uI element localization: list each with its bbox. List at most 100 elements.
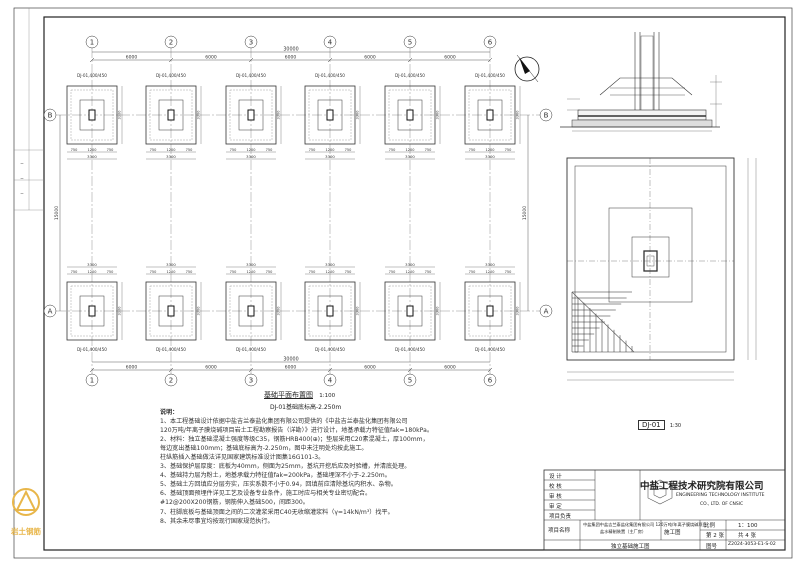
column-outline <box>326 305 334 317</box>
strip-tick: ─ <box>20 177 24 182</box>
footing-dim-part: 1200 <box>247 270 256 274</box>
note-line: 8、其余未尽事宜均按现行国家规范执行。 <box>160 517 274 525</box>
footing-dim-part: 1200 <box>88 148 97 152</box>
binding-strip <box>14 8 44 211</box>
footing-dim-part: 1200 <box>167 270 176 274</box>
footing-dim-total: 3300 <box>246 154 256 159</box>
footing-dim-part: 750 <box>266 148 273 152</box>
dimension-tick <box>248 367 254 373</box>
sheet-total: 共 4 张 <box>738 533 756 539</box>
footing-label: DJ-01,400/450 <box>395 347 425 352</box>
footing-dim-side: 3300 <box>197 111 201 120</box>
footing-dim-part: 1200 <box>326 148 335 152</box>
pedestal-outline <box>158 99 184 131</box>
note-line: 120万吨/年离子膜烧碱项目岩土工程勘察报告（详勘）》进行设计，地基承载力特征值… <box>160 427 433 435</box>
pedestal-outline <box>238 99 264 131</box>
footing-outline <box>225 281 277 341</box>
side-dimension-text: 15000 <box>522 206 528 220</box>
axis-label-right: B <box>544 112 549 120</box>
company-name-en-2: CO., LTD. OF CNSIC <box>700 502 744 507</box>
footing-outline <box>304 85 356 145</box>
footing-dim-part: 750 <box>309 270 316 274</box>
axis-label-bottom: 5 <box>408 377 412 385</box>
axis-label-bottom: 3 <box>249 377 253 385</box>
footing-pad-outline <box>70 285 114 337</box>
footing-outline <box>464 281 516 341</box>
notes-title: 说明： <box>160 409 179 416</box>
outer-frame <box>13 7 793 559</box>
footing-dim-total: 3300 <box>166 262 176 267</box>
footing-dim-part: 1200 <box>88 270 97 274</box>
footing-dim-total: 3300 <box>405 262 415 267</box>
footing-outline <box>225 85 277 145</box>
column-outline <box>247 109 255 121</box>
overall-dimension-text: 30000 <box>283 357 298 363</box>
dimension-tick <box>487 57 493 63</box>
axis-label-top: 2 <box>169 39 173 47</box>
drawing-border <box>43 16 786 551</box>
pedestal-outline <box>397 295 423 327</box>
axis-label-top: 5 <box>408 39 412 47</box>
note-line: 4、基础持力层为粉土，地基承载力特征值fak=200kPa，基础埋深不小于-2.… <box>160 472 391 480</box>
footing-dim-total: 3300 <box>87 262 97 267</box>
dimension-tick <box>327 57 333 63</box>
axis-bubble-left <box>43 108 57 122</box>
footing-dim-side: 3300 <box>516 111 520 120</box>
footing-pad-outline <box>308 89 352 141</box>
role-approve: 审 定 <box>549 504 562 510</box>
plan-subtitle: DJ-01基础底标高-2.250m <box>270 404 342 411</box>
scale-value: 1：100 <box>738 523 758 529</box>
detail-title: DJ-01 1:30 <box>638 420 681 430</box>
footing-pad-outline <box>70 89 114 141</box>
bay-dimension-text: 6000 <box>205 55 217 61</box>
footing-dim-part: 750 <box>309 148 316 152</box>
institute-logo-mark <box>647 479 673 505</box>
footing-dim-total: 3300 <box>325 154 335 159</box>
overall-dimension-text: 30000 <box>283 47 298 53</box>
axis-bubble-top <box>244 35 258 49</box>
project-label: 项目名称 <box>548 528 571 534</box>
footing-dim-part: 750 <box>150 270 157 274</box>
column-outline <box>406 305 414 317</box>
note-line: 2、材料：独立基础混凝土强度等级C35，钢筋HRB400(⊕)；垫层采用C20素… <box>160 436 429 444</box>
axis-label-bottom: 6 <box>488 377 493 385</box>
footing-dim-part: 750 <box>186 270 193 274</box>
footing-pad-outline <box>229 89 273 141</box>
footing-dim-side: 3300 <box>118 111 122 120</box>
footing-label: DJ-01,400/450 <box>475 73 505 78</box>
footing-outline <box>384 85 436 145</box>
footing-dim-total: 3300 <box>405 154 415 159</box>
pedestal-outline <box>477 99 503 131</box>
role-project-lead: 项目负责 <box>549 514 572 520</box>
axis-bubble-bottom <box>164 373 178 387</box>
axis-bubble-right <box>539 304 553 318</box>
column-outline <box>167 305 175 317</box>
footing-dim-part: 750 <box>345 148 352 152</box>
company-name-cn: 中盐工程技术研究院有限公司 <box>640 481 764 492</box>
footing-dim-total: 3300 <box>166 154 176 159</box>
dimension-tick <box>89 367 95 373</box>
axis-bubble-top <box>403 35 417 49</box>
note-line: 柱纵筋插入基础做法详见国家建筑标准设计图集16G101-3。 <box>160 454 325 462</box>
axis-bubble-bottom <box>323 373 337 387</box>
axis-label-left: B <box>48 112 53 120</box>
pedestal-outline <box>317 295 343 327</box>
footing-pad-outline <box>388 285 432 337</box>
footing-dim-part: 750 <box>469 148 476 152</box>
footing-pad-outline <box>149 285 193 337</box>
footing-dim-part: 750 <box>389 148 396 152</box>
strip-tick: ─ <box>20 162 24 167</box>
footing-outline <box>464 85 516 145</box>
footing-dim-part: 750 <box>266 270 273 274</box>
stage-label: 施工图 <box>664 530 681 536</box>
role-check: 校 核 <box>549 484 562 490</box>
column-section-detail <box>560 32 722 132</box>
pedestal-outline <box>317 99 343 131</box>
column-outline <box>486 305 494 317</box>
footing-dim-part: 750 <box>230 148 237 152</box>
footing-dim-side: 3300 <box>197 307 201 316</box>
